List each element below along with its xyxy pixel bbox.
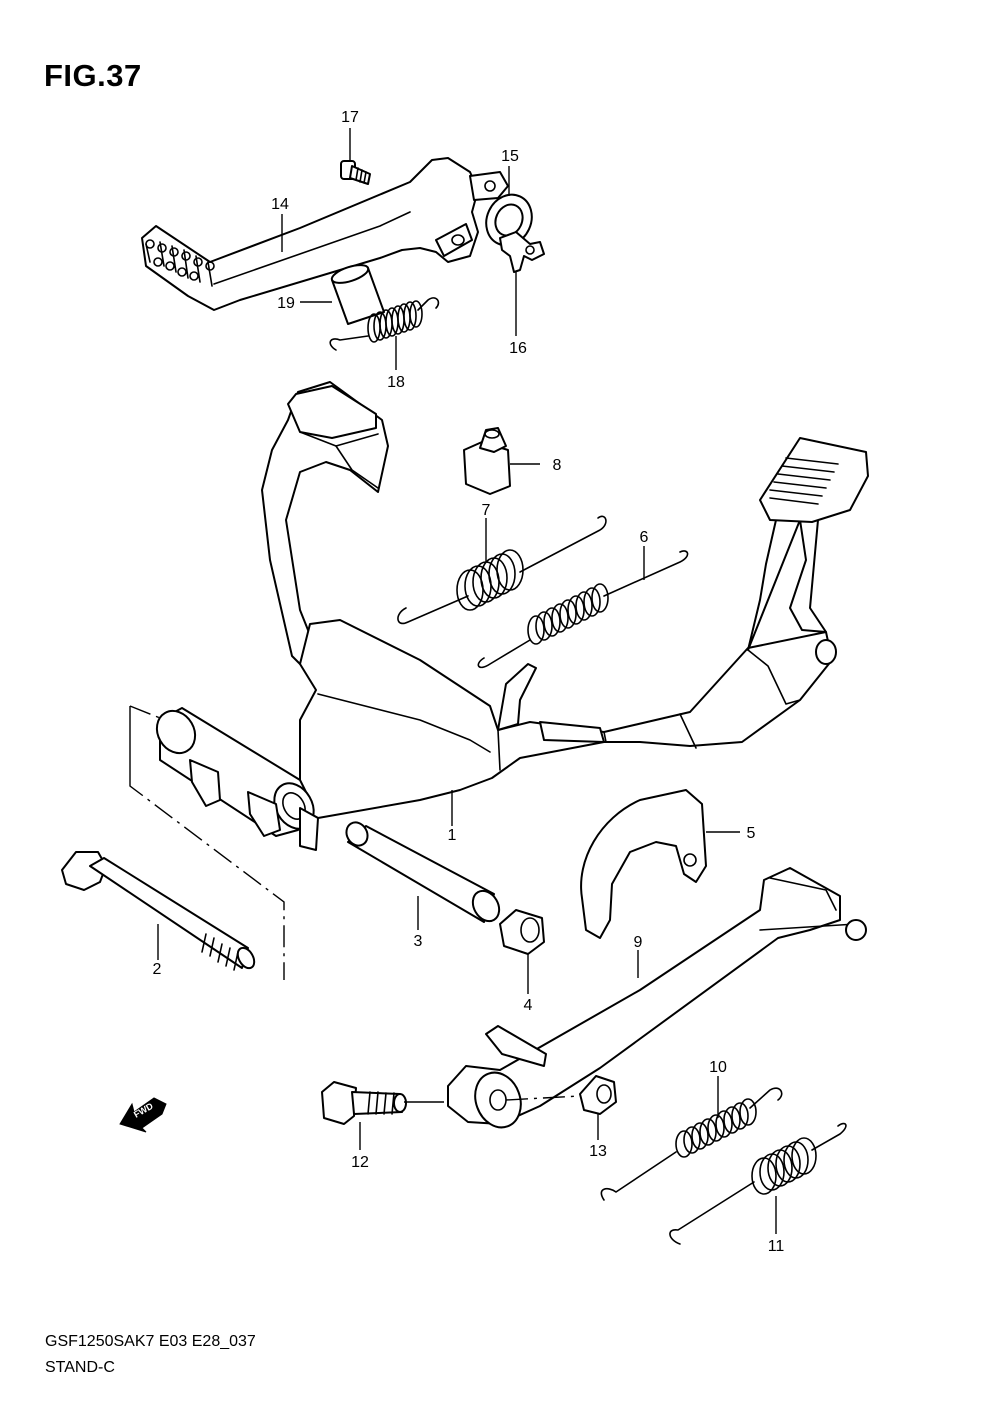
nut-13[interactable]	[579, 1075, 617, 1115]
callout-7: 7	[482, 502, 491, 519]
stopper-8[interactable]	[463, 427, 511, 495]
callout-2: 2	[153, 961, 162, 978]
spring-18[interactable]	[329, 297, 440, 351]
fwd-arrow-icon: FWD	[119, 1097, 167, 1133]
leader-lines	[157, 128, 777, 1234]
callout-11: 11	[768, 1238, 785, 1255]
assembly-boundary-2	[129, 705, 161, 719]
nut-4[interactable]	[499, 909, 545, 955]
callout-9: 9	[634, 934, 643, 951]
footer-diagram-name: STAND-C	[45, 1359, 115, 1376]
callout-19: 19	[277, 295, 295, 312]
spring-11[interactable]	[669, 1122, 847, 1245]
callout-16: 16	[509, 340, 527, 357]
bushing-19[interactable]	[330, 261, 385, 325]
callout-labels: 17 15 14 19 16 18 8 7 6 1 5 2 3 4 9 10 1…	[153, 109, 785, 1255]
callout-6: 6	[640, 529, 649, 546]
callout-17: 17	[341, 109, 359, 126]
callout-10: 10	[709, 1059, 727, 1076]
callout-15: 15	[501, 148, 519, 165]
washer-15[interactable]	[478, 187, 540, 253]
spring-7[interactable]	[397, 515, 607, 625]
callout-5: 5	[747, 825, 756, 842]
clip-16[interactable]	[499, 231, 545, 273]
callout-3: 3	[414, 933, 423, 950]
assembly-boundary	[129, 706, 285, 980]
bolt-17[interactable]	[340, 160, 371, 185]
callout-13: 13	[589, 1143, 607, 1160]
callout-12: 12	[351, 1154, 369, 1171]
callout-1: 1	[448, 827, 457, 844]
figure-title: FIG.37	[44, 58, 142, 93]
spring-6[interactable]	[477, 550, 689, 669]
bolt-2[interactable]	[61, 851, 258, 971]
brake-pedal[interactable]	[141, 157, 509, 311]
callout-18: 18	[387, 374, 405, 391]
pin-3[interactable]	[342, 819, 504, 926]
spring-10[interactable]	[600, 1087, 783, 1201]
callout-4: 4	[524, 997, 533, 1014]
callout-14: 14	[271, 196, 289, 213]
center-stand[interactable]	[149, 381, 869, 851]
bolt-12[interactable]	[321, 1081, 407, 1125]
callout-8: 8	[553, 457, 562, 474]
side-stand[interactable]	[447, 867, 867, 1134]
bracket-5[interactable]	[580, 789, 707, 939]
footer-diagram-code: GSF1250SAK7 E03 E28_037	[45, 1333, 256, 1350]
